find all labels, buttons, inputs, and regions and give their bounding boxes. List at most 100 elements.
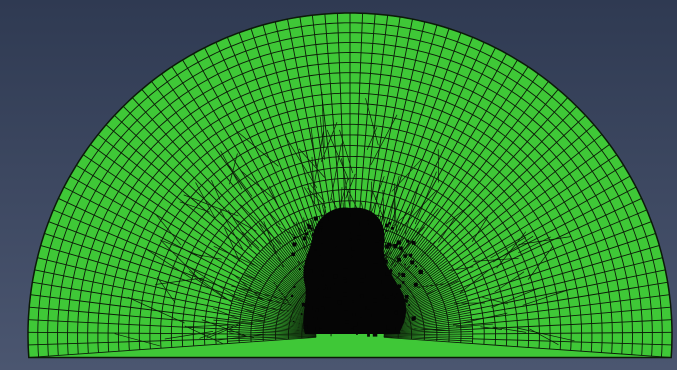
mesh-core-speck bbox=[366, 305, 371, 310]
mesh-core-speck bbox=[394, 305, 398, 309]
mesh-transition-line bbox=[518, 236, 571, 245]
mesh-radial-line bbox=[28, 319, 228, 330]
mesh-core-speck bbox=[316, 287, 319, 290]
mesh-core-speck bbox=[309, 246, 312, 249]
mesh-core-speck bbox=[323, 296, 326, 299]
mesh-core-speck bbox=[345, 320, 349, 324]
mesh-core-speck bbox=[383, 259, 388, 264]
mesh-transition-line bbox=[194, 278, 227, 300]
mesh-core-speck bbox=[344, 287, 348, 291]
mesh-transition-line bbox=[263, 221, 277, 254]
mesh-transition-line bbox=[527, 245, 554, 280]
mesh-core-speck bbox=[314, 249, 317, 251]
mesh-core-speck bbox=[353, 321, 358, 327]
mesh-transition-line bbox=[233, 218, 257, 232]
mesh-core-speck bbox=[350, 255, 353, 258]
mesh-radial-line bbox=[467, 244, 662, 302]
mesh-transition-line bbox=[382, 189, 385, 223]
mesh-core-speck bbox=[357, 233, 361, 237]
mesh-transition-line bbox=[473, 257, 519, 262]
mesh-core-speck bbox=[313, 315, 316, 318]
mesh-radial-line bbox=[425, 79, 551, 239]
mesh-radial-line bbox=[227, 321, 317, 332]
mesh-core-speck bbox=[301, 302, 306, 307]
mesh-core-speck bbox=[325, 283, 327, 286]
mesh-core-speck bbox=[356, 235, 362, 240]
mesh-transition-line bbox=[404, 185, 419, 235]
mesh-radial-line bbox=[448, 142, 612, 263]
mesh-core-speck bbox=[389, 269, 393, 273]
mesh-radial-line bbox=[28, 343, 228, 358]
mesh-radial-line bbox=[262, 22, 318, 217]
mesh-transition-line bbox=[320, 121, 338, 162]
mesh-radial-line bbox=[421, 71, 540, 236]
mesh-core-speck bbox=[402, 281, 405, 284]
mesh-transition-line bbox=[238, 302, 289, 312]
mesh-radial-line bbox=[373, 17, 414, 215]
mesh-radial-line bbox=[88, 142, 252, 263]
mesh-radial-line bbox=[472, 331, 672, 335]
mesh-core-speck bbox=[349, 326, 354, 330]
mesh-radial-line bbox=[472, 338, 672, 346]
mesh-radial-line bbox=[56, 197, 240, 284]
mesh-radial-line bbox=[160, 71, 279, 236]
mesh-transition-line bbox=[114, 333, 160, 347]
mesh-transition-line bbox=[405, 208, 439, 249]
mesh-radial-line bbox=[436, 104, 579, 249]
mesh-radial-line bbox=[286, 17, 327, 215]
mesh-transition-line bbox=[518, 236, 551, 254]
mesh-core-speck bbox=[356, 333, 358, 335]
mesh-transition-line bbox=[188, 270, 232, 303]
mesh-core-speck bbox=[359, 315, 363, 318]
mesh-core-speck bbox=[389, 271, 392, 274]
mesh-transition-line bbox=[242, 319, 266, 322]
mesh-core-speck bbox=[388, 222, 391, 225]
mesh-transition-line bbox=[264, 207, 281, 226]
mesh-radial-line bbox=[228, 314, 317, 330]
mesh-core-speck bbox=[396, 240, 401, 245]
mesh-core-speck bbox=[385, 271, 391, 276]
mesh-radial-line bbox=[469, 256, 665, 306]
mesh-core-speck bbox=[408, 304, 411, 307]
mesh-core-speck bbox=[305, 232, 308, 236]
mesh-radial-line bbox=[384, 336, 473, 342]
mesh-transition-line bbox=[496, 231, 527, 269]
mesh-radial-line bbox=[396, 35, 474, 222]
mesh-core-speck bbox=[342, 292, 347, 297]
mesh-transition-line bbox=[311, 156, 315, 205]
mesh-core-speck bbox=[347, 231, 351, 235]
mesh-transition-line bbox=[517, 327, 575, 342]
mesh-core-speck bbox=[351, 246, 356, 251]
mesh-core-speck bbox=[307, 224, 312, 229]
mesh-core-speck bbox=[397, 272, 400, 275]
mesh-radial-line bbox=[229, 309, 317, 329]
mesh-transition-line bbox=[491, 287, 541, 308]
mesh-transition-line bbox=[492, 235, 534, 263]
mesh-core-speck bbox=[393, 244, 398, 249]
mesh-transition-line bbox=[291, 219, 316, 246]
mesh-radial-line bbox=[149, 79, 275, 239]
mesh-transition-line bbox=[164, 331, 214, 340]
mesh-transition-line bbox=[339, 129, 354, 174]
mesh-transition-line bbox=[388, 175, 400, 226]
mesh-transition-line bbox=[244, 308, 269, 319]
mesh-core-speck bbox=[385, 223, 389, 228]
mesh-radial-line bbox=[203, 45, 295, 226]
mesh-radial-line bbox=[238, 30, 309, 220]
mesh-core-speck bbox=[397, 331, 400, 334]
mesh-core-speck bbox=[351, 300, 355, 303]
mesh-transition-line bbox=[240, 170, 275, 200]
mesh-radial-line bbox=[28, 338, 228, 346]
mesh-radial-line bbox=[227, 326, 316, 334]
mesh-radial-line bbox=[442, 123, 596, 256]
mesh-transition-line bbox=[366, 127, 378, 151]
mesh-transition-line bbox=[225, 293, 249, 304]
mesh-core-speck bbox=[306, 223, 309, 226]
mesh-core-speck bbox=[320, 306, 325, 311]
mesh-core-speck bbox=[314, 317, 318, 321]
mesh-core-speck bbox=[359, 222, 364, 227]
mesh-core-speck bbox=[308, 304, 311, 307]
mesh-transition-line bbox=[372, 191, 384, 219]
mesh-transition-line bbox=[398, 189, 438, 231]
